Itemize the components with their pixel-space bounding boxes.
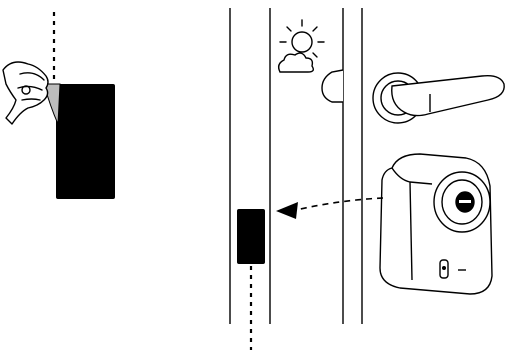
adhesive-plate-icon bbox=[56, 84, 115, 199]
mounted-plate-icon bbox=[237, 209, 265, 264]
hand-peeling-icon bbox=[2, 61, 49, 125]
door-latch-icon bbox=[321, 69, 344, 103]
door-handle-icon bbox=[372, 72, 505, 124]
door-frame bbox=[229, 8, 363, 324]
smart-lock-icon bbox=[379, 153, 493, 295]
sun-cloud-weather-icon bbox=[277, 19, 325, 73]
peel-step-group bbox=[2, 12, 115, 199]
placement-arrow-icon bbox=[276, 197, 384, 219]
